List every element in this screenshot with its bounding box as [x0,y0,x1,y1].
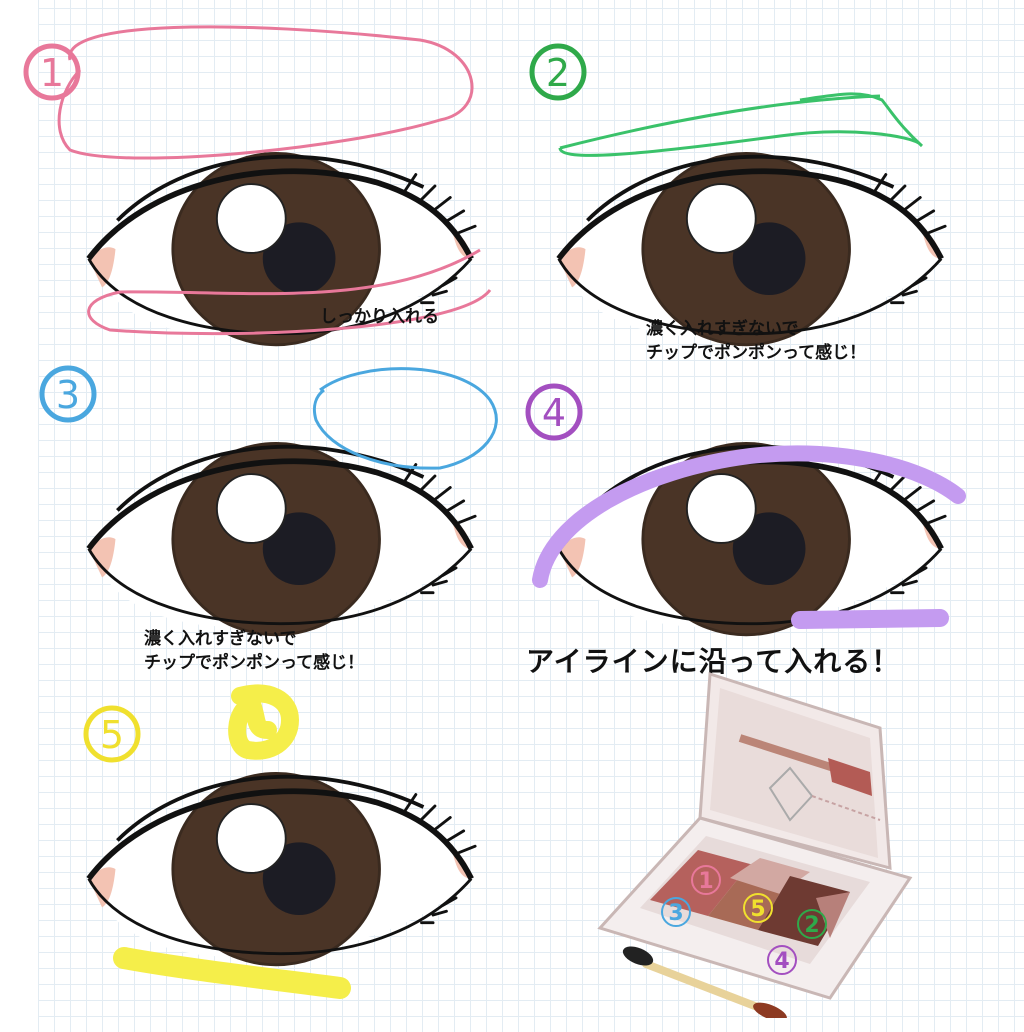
step-4-panel: 4 アイラインに沿って入れる！ [520,370,1000,680]
svg-text:3: 3 [668,901,683,926]
step-1-caption: しっかり入れる [320,307,439,327]
step-1-highlight [57,25,492,336]
step-2-number: 2 [528,42,588,102]
step-5-highlight [113,684,351,999]
step-1-number: 1 [22,42,82,102]
eyeshadow-palette-image: 1 3 5 2 4 [580,668,920,1022]
svg-text:5: 5 [100,713,124,757]
svg-text:5: 5 [750,897,765,922]
step-4-number: 4 [524,382,584,442]
step-3-highlight [312,367,498,470]
step-2-caption-line-2: チップでポンポンって感じ！ [646,343,867,363]
step-4-highlight [532,445,966,629]
step-3-caption-line-2: チップでポンポンって感じ！ [144,653,365,673]
svg-text:2: 2 [546,51,570,95]
step-4-caption: アイラインに沿って入れる！ [526,645,901,678]
svg-text:3: 3 [56,373,80,417]
svg-text:4: 4 [774,949,789,974]
step-3-number: 3 [38,364,98,424]
step-3-caption-line-1: 濃く入れすぎないで [144,629,297,649]
svg-text:1: 1 [40,51,64,95]
step-5-panel: 5 [40,680,520,1020]
step-5-number: 5 [82,704,142,764]
svg-text:1: 1 [698,869,713,894]
step-3-panel: 3 濃く入れすぎないで チップでポンポンって感じ！ [38,360,520,680]
svg-text:4: 4 [542,391,566,435]
step-2-panel: 2 濃く入れすぎないで チップでポンポンって感じ！ [520,40,1000,370]
step-1-panel: 1 しっかり入れる [23,25,500,340]
step-2-caption-line-1: 濃く入れすぎないで [646,319,799,339]
svg-text:2: 2 [804,913,819,938]
step-2-highlight [558,92,924,157]
